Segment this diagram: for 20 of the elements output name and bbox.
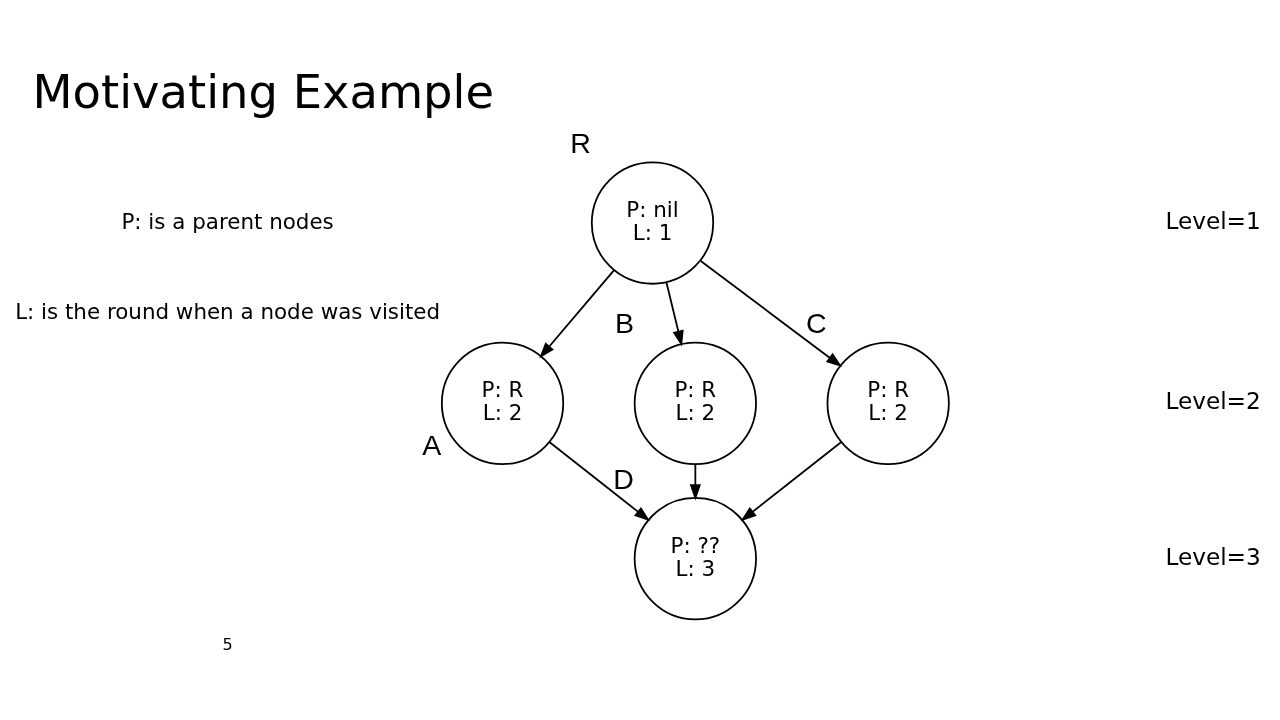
node-label: D	[613, 462, 634, 495]
node-label: C	[806, 306, 827, 339]
label: L: is the round when a node was visited	[15, 298, 441, 324]
arrow	[740, 440, 842, 521]
label: P: is a parent nodes	[121, 208, 334, 234]
label: Level=3	[1165, 542, 1261, 570]
node-circle: P: nil L: 1	[590, 160, 715, 285]
arrow	[539, 268, 615, 358]
node-circle: P: R L: 2	[633, 341, 757, 465]
arrow	[699, 259, 843, 367]
label: Level=2	[1165, 386, 1261, 414]
node-label: R	[570, 126, 591, 159]
node-label: A	[422, 428, 442, 461]
arrow	[548, 440, 651, 521]
arrow	[665, 280, 684, 346]
node-label: B	[615, 306, 635, 339]
arrow	[689, 462, 701, 500]
label: 5	[222, 634, 233, 654]
label: Level=1	[1165, 206, 1261, 234]
diagram-title: Motivating Example	[32, 64, 495, 119]
